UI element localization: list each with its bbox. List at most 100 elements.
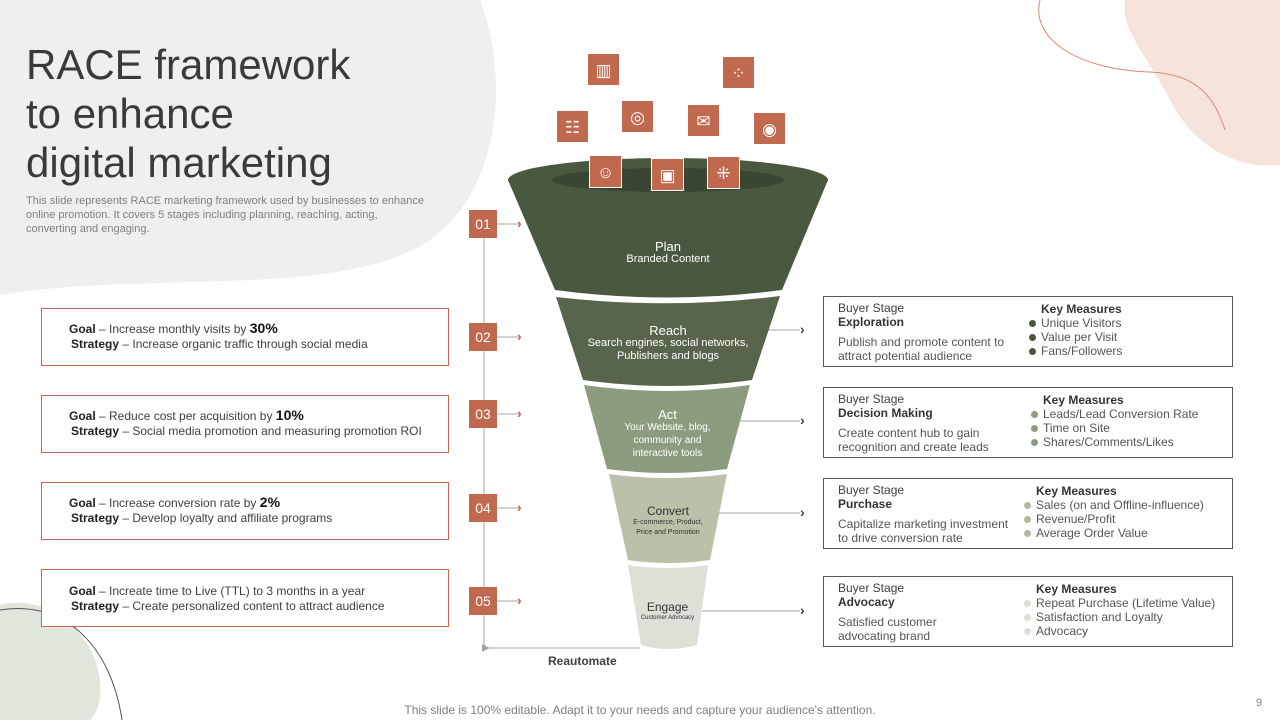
funnel-stage-name: Plan [654,239,682,254]
goal-box: Goal – Increase conversion rate by 2% St… [41,482,449,540]
goal-label: Goal [69,322,96,336]
key-measure: Repeat Purchase (Lifetime Value) [1024,596,1215,610]
title-line: digital marketing [26,139,332,186]
strategy-text: Social media promotion and measuring pro… [132,424,422,438]
checklist-icon: ☷ [556,110,589,143]
buyer-stage-label: Buyer Stage [838,392,905,406]
social-network-icon: ⁘ [722,56,755,89]
stage-number: 01 [469,210,497,238]
strategy-text: Increase organic traffic through social … [132,337,368,351]
buyer-stage-name: Decision Making [838,406,933,420]
buyer-stage-desc: Satisfied customer advocating brand [838,615,937,643]
strategy-label: Strategy [71,337,120,351]
goal-text: Increase conversion rate by [109,496,257,510]
stage-number: 05 [469,587,497,615]
key-measures-heading: Key Measures [1036,582,1117,596]
key-measure: Revenue/Profit [1024,512,1204,526]
head-idea-icon: ☺ [589,155,622,188]
buyer-stage-desc: Create content hub to gain recognition a… [838,426,989,454]
funnel-stage-desc: Your Website, blog, community and intera… [624,422,711,459]
chevron-right-icon: › [517,405,522,421]
buyer-stage-desc: Publish and promote content to attract p… [838,335,1005,363]
funnel-stage-desc: Customer Advocacy [640,615,695,621]
chevron-right-icon: › [800,321,805,337]
key-measure: Satisfaction and Loyalty [1024,610,1215,624]
goal-text: Reduce cost per acquisition by [109,409,273,423]
funnel-reach [556,296,780,386]
key-measure: Fans/Followers [1029,344,1122,358]
chevron-right-icon: › [517,499,522,515]
stage-number: 02 [469,323,497,351]
target-icon: ◎ [621,100,654,133]
strategy-label: Strategy [71,424,120,438]
buyer-stage-label: Buyer Stage [838,301,905,315]
presentation-icon: ▣ [651,158,684,191]
chevron-right-icon: › [517,328,522,344]
email-icon: ✉ [687,104,720,137]
key-measure: Unique Visitors [1029,316,1122,330]
stage-number: 04 [469,494,497,522]
goal-label: Goal [69,496,96,510]
funnel-plan [508,180,828,298]
chevron-right-icon: › [800,504,805,520]
goal-percent: 2% [259,494,281,510]
funnel-stage-desc: E-commerce, Product, Price and Promotion [633,519,703,536]
funnel-stage-name: Act [658,407,677,422]
footer-note: This slide is 100% editable. Adapt it to… [404,703,876,717]
chevron-right-icon: › [800,412,805,428]
key-measures-heading: Key Measures [1036,484,1117,498]
chevron-right-icon: › [517,592,522,608]
buyer-stage-name: Purchase [838,497,893,511]
key-measures-heading: Key Measures [1041,302,1122,316]
buyer-stage-name: Exploration [838,315,905,329]
key-measure: Sales (on and Offline-influence) [1024,498,1204,512]
page-title: RACE framework to enhance digital market… [26,40,350,187]
funnel-stage-name: Engage [646,600,689,614]
eye-icon: ◉ [753,112,786,145]
subtitle: This slide represents RACE marketing fra… [26,195,425,235]
strategy-text: Create personalized content to attract a… [132,599,385,613]
strategy-label: Strategy [71,511,120,525]
buyer-stage-name: Advocacy [838,595,895,609]
key-measure: Leads/Lead Conversion Rate [1031,407,1198,421]
title-line: RACE framework [26,41,351,88]
strategy-text: Develop loyalty and affiliate programs [132,511,333,525]
funnel-stage-name: Convert [646,504,690,518]
goal-box: Goal – Reduce cost per acquisition by 10… [41,395,449,453]
goal-box: Goal – Increate time to Live (TTL) to 3 … [41,569,449,627]
buyer-stage-label: Buyer Stage [838,581,905,595]
goal-percent: 30% [249,320,278,336]
funnel-act [584,385,750,473]
page-number: 9 [1256,697,1263,709]
funnel-engage [628,565,708,649]
funnel-stage-desc: Branded Content [626,253,710,265]
strategy-label: Strategy [71,599,120,613]
funnel-convert [609,474,727,563]
buyer-stage-label: Buyer Stage [838,483,905,497]
goal-text: Increase monthly visits by [109,322,247,336]
goal-label: Goal [69,584,96,598]
chevron-right-icon: › [517,215,522,231]
funnel-stage-desc: Search engines, social networks, Publish… [587,337,749,362]
funnel-stage-name: Reach [649,323,687,338]
title-line: to enhance [26,90,234,137]
buyer-stage-desc: Capitalize marketing investment to drive… [838,517,1009,545]
stage-number: 03 [469,400,497,428]
reautomate-label: Reautomate [548,654,617,668]
goal-text: Increate time to Live (TTL) to 3 months … [109,584,366,598]
key-measure: Time on Site [1031,421,1198,435]
key-measure: Advocacy [1024,624,1215,638]
goal-box: Goal – Increase monthly visits by 30% St… [41,308,449,366]
goal-label: Goal [69,409,96,423]
